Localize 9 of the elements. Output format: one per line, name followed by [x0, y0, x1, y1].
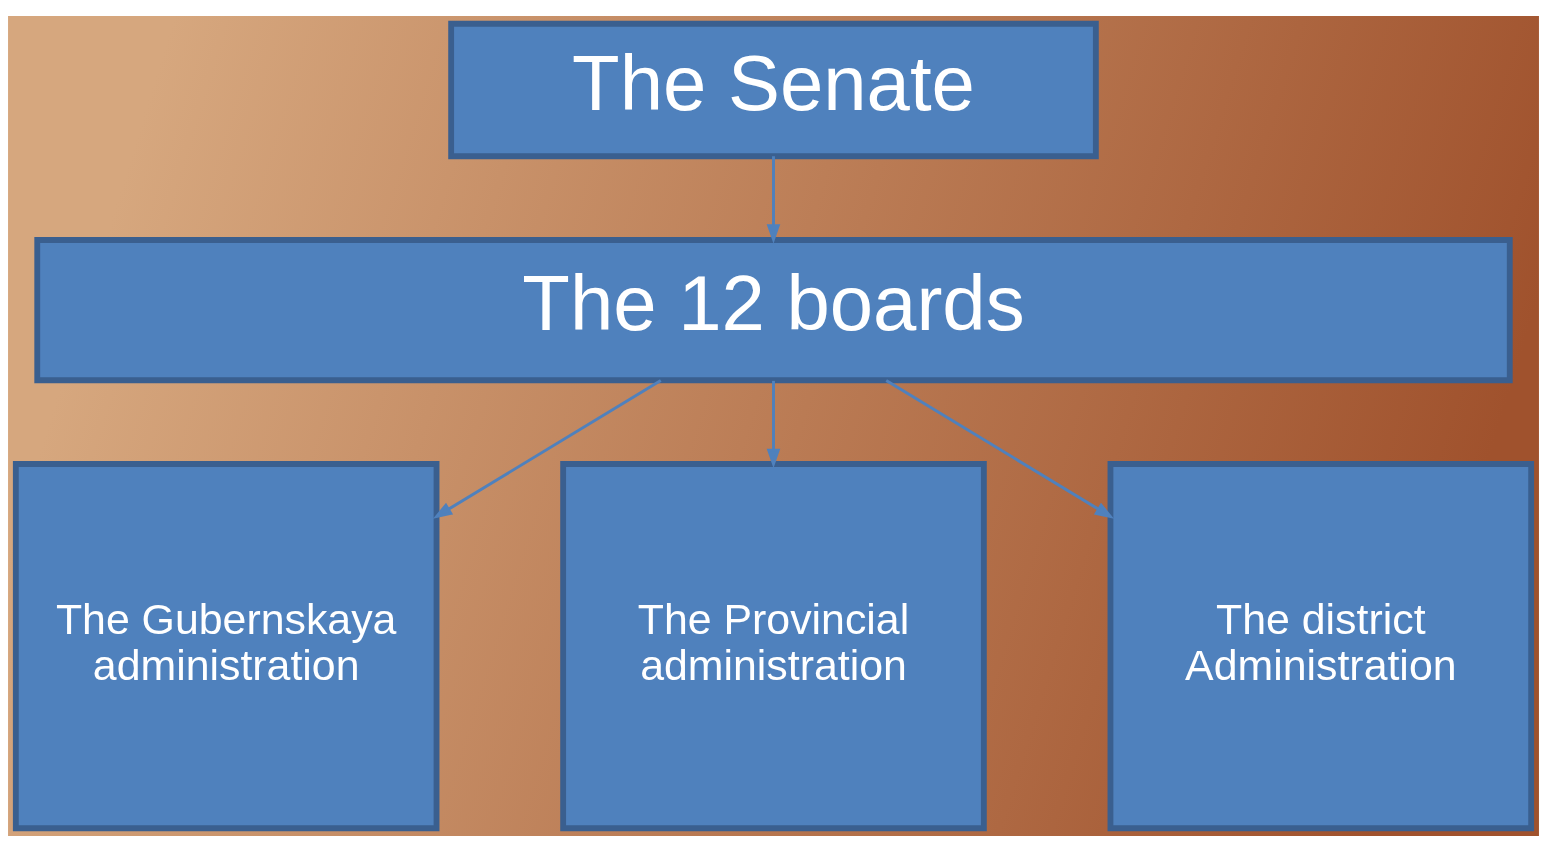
arrow: [432, 378, 662, 519]
arrow: [885, 378, 1115, 519]
node-box: The 12 boards: [34, 236, 1513, 383]
node-box: The Gubernskaya administration: [12, 460, 440, 831]
node-box: The Senate: [448, 20, 1099, 159]
arrow: [766, 380, 781, 468]
node-box: The Provincial administration: [560, 460, 987, 831]
arrow: [766, 155, 781, 244]
node-box: The district Administration: [1107, 460, 1535, 831]
